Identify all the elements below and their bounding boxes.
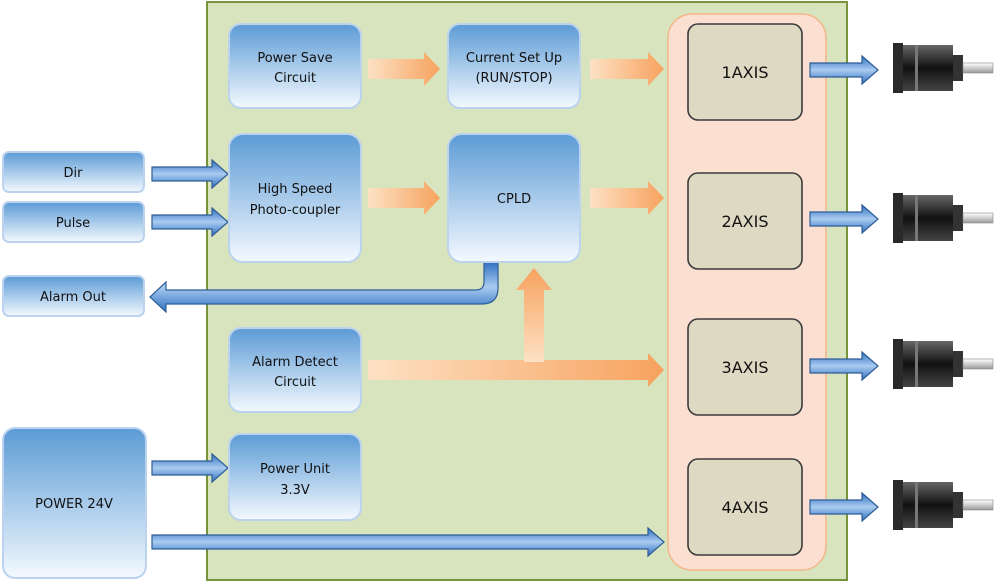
arrow-alarmdetect-to-axis3: [368, 353, 664, 387]
arrow-power-to-axis4: [151, 526, 665, 558]
alarm-detect-block: [228, 327, 362, 413]
power-save-block: [228, 23, 362, 109]
motor-4-icon: [893, 480, 994, 530]
axis1-label: 1AXIS: [722, 63, 769, 82]
arrow-pulse-in: [151, 206, 229, 238]
axis3-box: [687, 318, 803, 416]
arrow-photocoupler-to-cpld: [368, 181, 440, 215]
power-unit-block: [228, 433, 362, 521]
current-setup-block: [447, 23, 581, 109]
current-setup-line2: (RUN/STOP): [475, 71, 552, 86]
pulse-label: Pulse: [56, 216, 90, 231]
axis4-label: 4AXIS: [722, 498, 769, 517]
power-save-line2: Circuit: [274, 71, 316, 86]
motor-1-icon: [893, 43, 994, 93]
axis2-box: [687, 172, 803, 270]
alarm-out-label: Alarm Out: [40, 290, 106, 305]
orange-arrows: [368, 52, 664, 387]
arrow-axis4-out: [809, 491, 879, 523]
dir-box: [2, 151, 145, 193]
motor-3-icon: [893, 339, 994, 389]
alarm-detect-line2: Circuit: [274, 375, 316, 390]
arrow-axis2-out: [809, 203, 879, 235]
pulse-box: [2, 201, 145, 243]
cpld-label: CPLD: [497, 192, 531, 207]
arrow-powersave-to-current: [368, 52, 440, 86]
arrow-alarm-out: [149, 261, 499, 314]
arrow-power-to-unit: [151, 452, 229, 484]
axis1-box: [687, 23, 803, 121]
arrow-current-to-axis1: [590, 52, 664, 86]
cpld-block: [447, 133, 581, 263]
motor-2-icon: [893, 193, 994, 243]
motors: [893, 43, 994, 530]
alarm-out-box: [2, 275, 145, 317]
external-io: Dir Pulse Alarm Out POWER 24V: [2, 151, 147, 579]
power-save-line1: Power Save: [257, 51, 332, 66]
dir-label: Dir: [64, 166, 84, 181]
power-label: POWER 24V: [35, 497, 113, 512]
arrow-axis1-out: [809, 54, 879, 86]
arrow-alarmdetect-to-cpld: [516, 268, 552, 362]
photo-coupler-line1: High Speed: [258, 182, 333, 197]
arrow-axis3-out: [809, 350, 879, 382]
blue-arrows: [149, 54, 879, 558]
alarm-detect-line1: Alarm Detect: [252, 355, 338, 370]
internal-blocks: Power Save Circuit Current Set Up (RUN/S…: [228, 23, 581, 521]
power-box: [2, 427, 147, 579]
current-setup-line1: Current Set Up: [466, 51, 562, 66]
arrow-cpld-to-axis2: [590, 181, 664, 215]
power-unit-line2: 3.3V: [280, 483, 310, 498]
photo-coupler-line2: Photo-coupler: [250, 203, 341, 218]
axis-panel: [667, 13, 827, 571]
axis-boxes: 1AXIS 2AXIS 3AXIS 4AXIS: [687, 23, 803, 556]
arrow-dir-in: [151, 158, 229, 190]
axis4-box: [687, 458, 803, 556]
axis3-label: 3AXIS: [722, 358, 769, 377]
power-unit-line1: Power Unit: [260, 462, 330, 477]
photo-coupler-block: [228, 133, 362, 263]
axis2-label: 2AXIS: [722, 212, 769, 231]
